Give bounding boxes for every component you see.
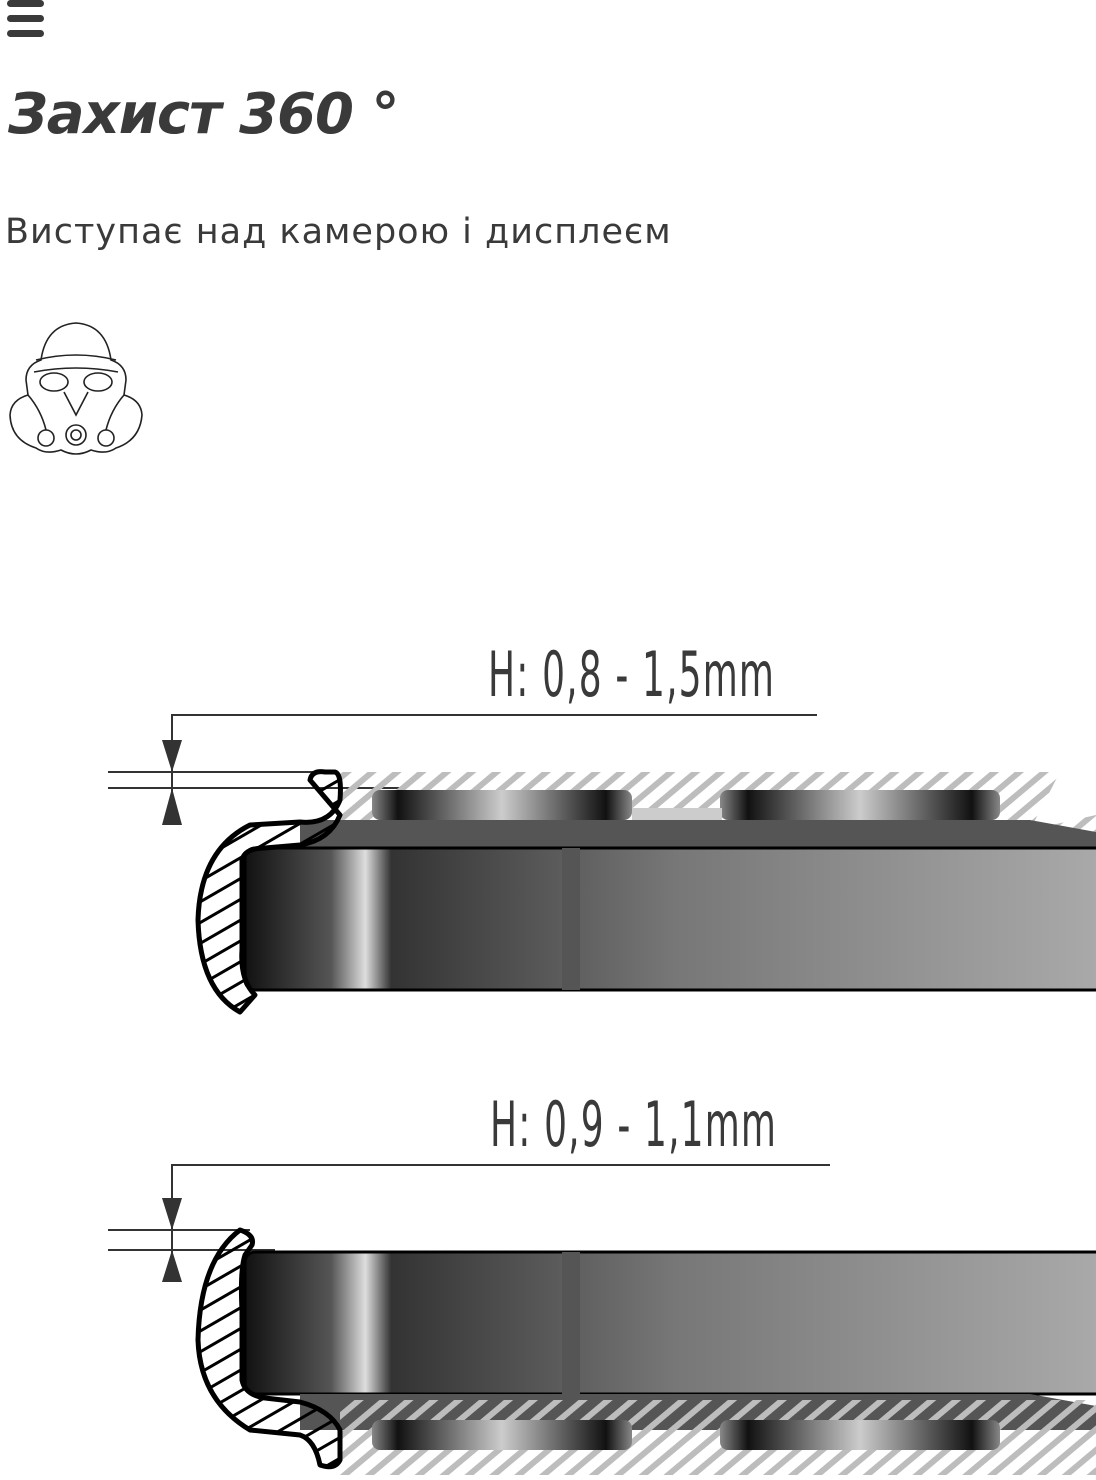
height-label: H: 0,9 - 1,1mm xyxy=(490,1088,778,1161)
stormtrooper-helmet-icon xyxy=(9,322,143,455)
hamburger-menu-icon[interactable] xyxy=(7,0,45,38)
height-label: H: 0,8 - 1,5mm xyxy=(488,638,776,711)
case-profile-diagram-camera: H: 0,8 - 1,5mm xyxy=(0,600,1096,1040)
case-profile-diagram-screen: H: 0,9 - 1,1mm xyxy=(0,1050,1096,1480)
page-title: Захист 360 ° xyxy=(8,82,399,147)
page-subtitle: Виступає над камерою і дисплеєм xyxy=(5,212,672,252)
diagram-drawing xyxy=(108,714,1096,1015)
diagram-drawing xyxy=(108,1164,1096,1475)
